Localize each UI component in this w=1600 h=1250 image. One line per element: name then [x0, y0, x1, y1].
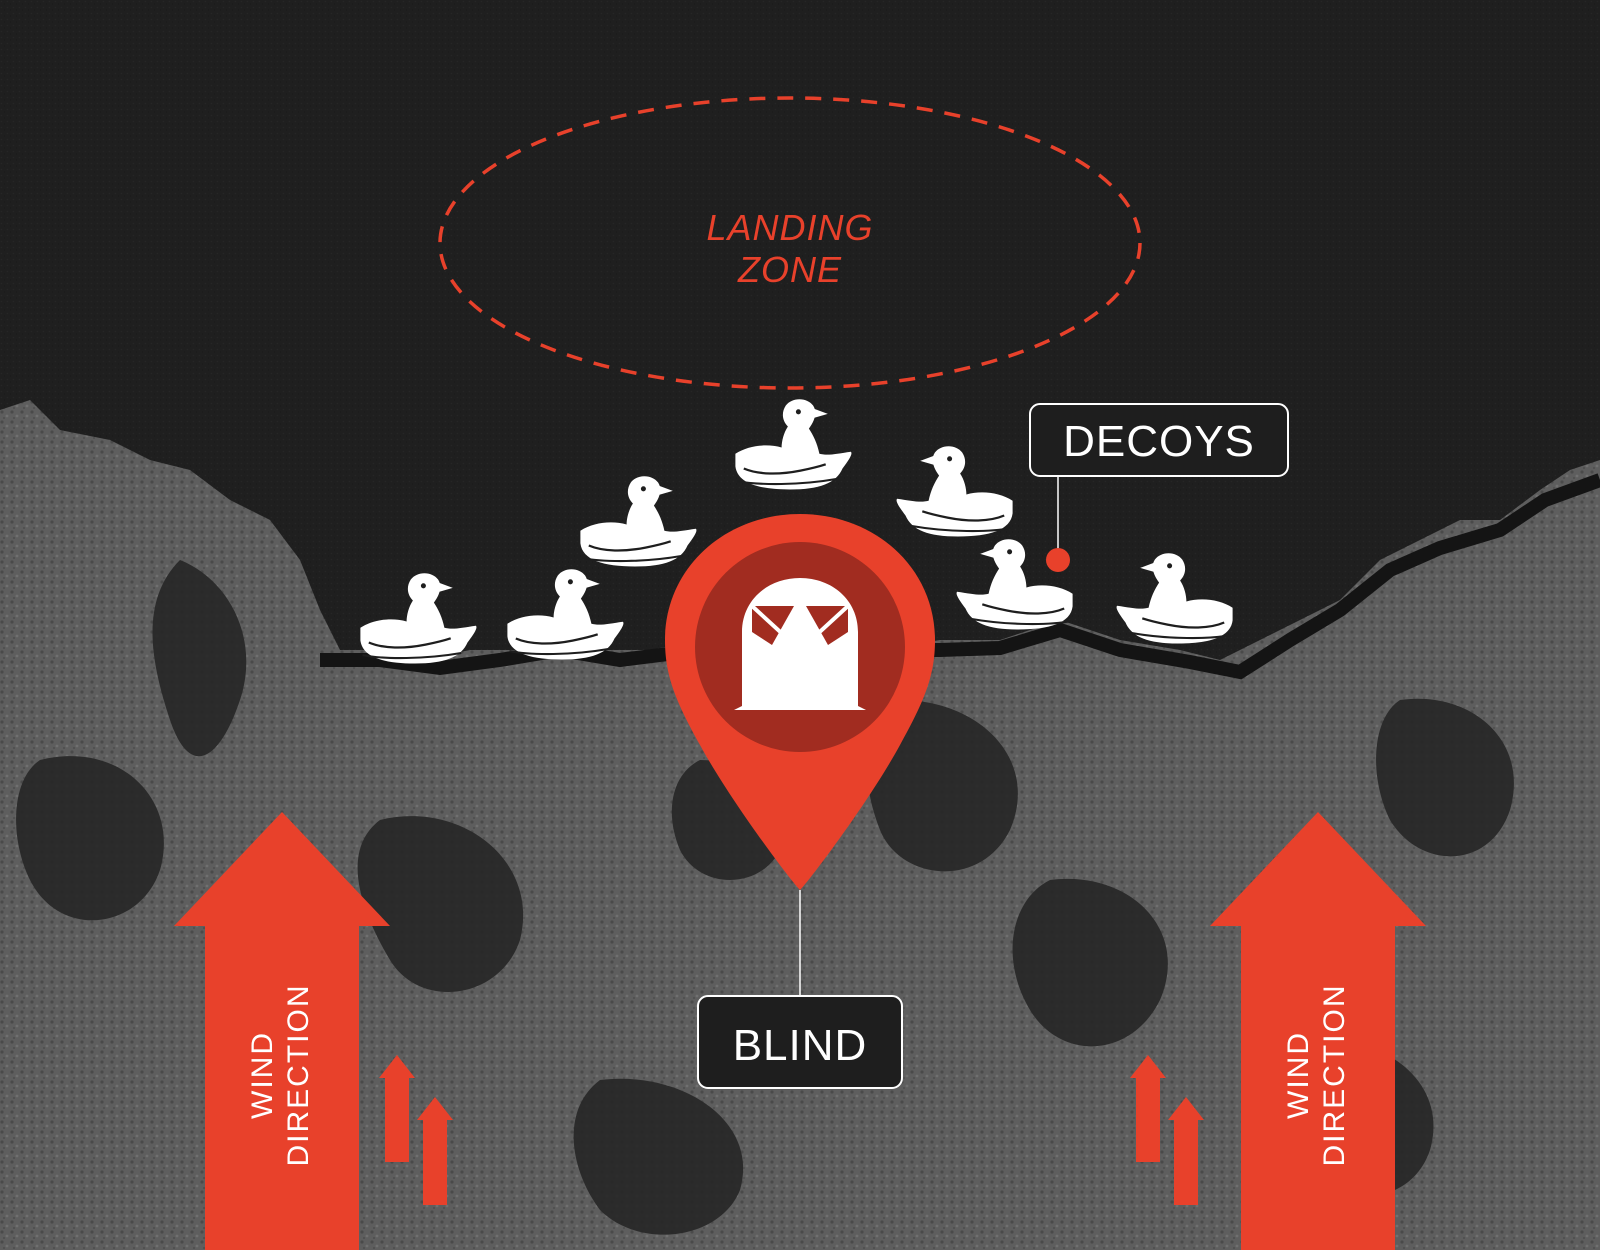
wind-label-line2: DIRECTION	[1318, 984, 1351, 1167]
landing-zone-outline	[438, 96, 1142, 390]
wind-label-line1: WIND	[1282, 1031, 1315, 1119]
wind-arrow-left: WIND DIRECTION	[174, 812, 453, 1250]
blind-icon	[734, 578, 866, 710]
decoys-label-box	[1029, 403, 1289, 477]
blind-label-box	[697, 995, 903, 1089]
arrow-up-icon	[1130, 1055, 1166, 1162]
wind-label-line1: WIND	[246, 1031, 279, 1119]
shoreline-edge	[320, 473, 1600, 680]
decoys-label: DECOYS	[1063, 417, 1255, 466]
blind-label: BLIND	[733, 1021, 868, 1070]
terrain-shadows	[16, 560, 1514, 1235]
arrow-up-icon	[1168, 1097, 1204, 1205]
wind-arrow-right: WIND DIRECTION	[1130, 812, 1426, 1250]
arrow-up-icon	[417, 1097, 453, 1205]
arrow-up-icon	[1210, 812, 1426, 1250]
blind-marker	[665, 514, 935, 890]
arrow-up-icon	[174, 812, 390, 1250]
decoys-leader-dot	[1046, 548, 1070, 572]
arrow-up-icon	[379, 1055, 415, 1162]
wind-label-line2: DIRECTION	[282, 984, 315, 1167]
landing-zone-label-line1: LANDING	[706, 207, 873, 248]
landing-zone-label-line2: ZONE	[737, 249, 842, 290]
